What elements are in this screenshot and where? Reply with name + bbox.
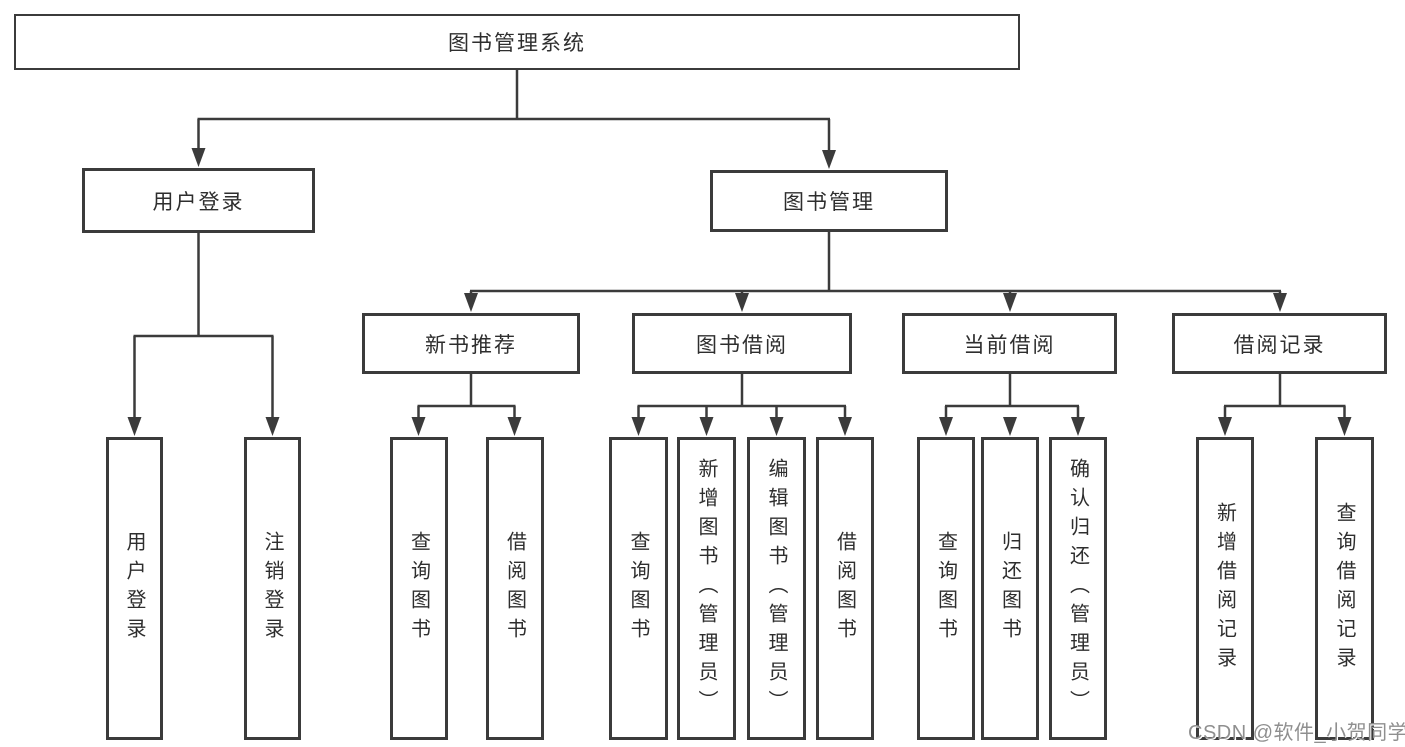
leaf-cb-confirm-return-admin: 确认归还（管理员） — [1049, 437, 1107, 740]
leaf-logout: 注销登录 — [244, 437, 301, 740]
leaf-bb-edit-book-admin: 编辑图书（管理员） — [747, 437, 806, 740]
node-current-borrowing: 当前借阅 — [902, 313, 1117, 374]
arrowheads — [127, 148, 1352, 436]
node-library-management-system: 图书管理系统 — [14, 14, 1020, 70]
leaf-br-add-record: 新增借阅记录 — [1196, 437, 1254, 740]
node-user-login: 用户登录 — [82, 168, 315, 233]
leaf-user-login: 用户登录 — [106, 437, 163, 740]
leaf-bb-query-book: 查询图书 — [609, 437, 668, 740]
leaf-bb-add-book-admin: 新增图书（管理员） — [677, 437, 736, 740]
node-new-book-recommend: 新书推荐 — [362, 313, 580, 374]
leaf-bb-borrow-book: 借阅图书 — [816, 437, 874, 740]
leaf-cb-query-book: 查询图书 — [917, 437, 975, 740]
node-book-borrowing: 图书借阅 — [632, 313, 852, 374]
node-book-management: 图书管理 — [710, 170, 948, 232]
leaf-nbr-query-book: 查询图书 — [390, 437, 448, 740]
leaf-nbr-borrow-book: 借阅图书 — [486, 437, 544, 740]
leaf-br-query-record: 查询借阅记录 — [1315, 437, 1374, 740]
node-borrowing-records: 借阅记录 — [1172, 313, 1387, 374]
watermark: CSDN @软件_小贺同学 — [1188, 722, 1405, 744]
leaf-cb-return-book: 归还图书 — [981, 437, 1039, 740]
